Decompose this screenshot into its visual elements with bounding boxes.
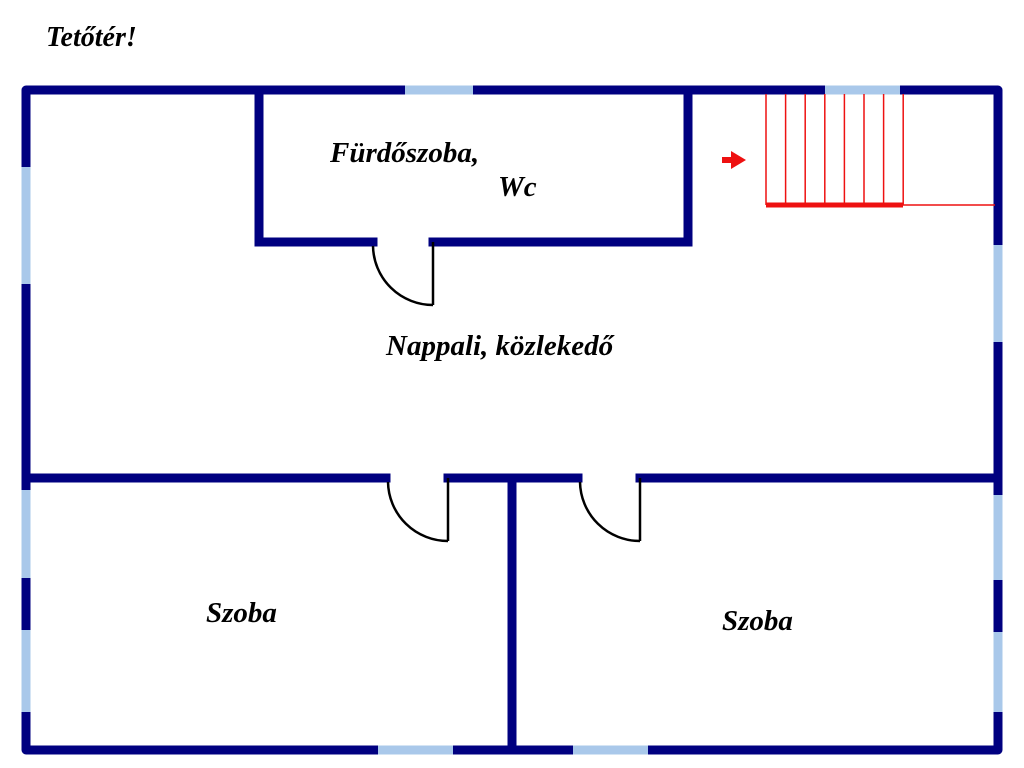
left-room-door[interactable] bbox=[386, 478, 450, 543]
bathroom-wall-right bbox=[428, 85, 693, 247]
bathroom-door[interactable] bbox=[371, 242, 435, 307]
windows bbox=[21, 85, 1003, 755]
room-label-left-room: Szoba bbox=[206, 597, 277, 629]
bathroom-wall-left bbox=[254, 85, 378, 247]
room-label-right-room: Szoba bbox=[722, 605, 793, 637]
room-label-living: Nappali, közlekedő bbox=[385, 330, 615, 362]
room-label-wc: Wc bbox=[498, 171, 537, 203]
room-label-bathroom: Fürdőszoba, bbox=[329, 137, 479, 169]
doors bbox=[371, 242, 642, 543]
inner-walls bbox=[21, 85, 1003, 755]
stairs-arrow-icon bbox=[722, 151, 746, 169]
right-room-door[interactable] bbox=[578, 478, 642, 543]
plan-title: Tetőtér! bbox=[46, 22, 137, 53]
stairs bbox=[765, 94, 995, 208]
